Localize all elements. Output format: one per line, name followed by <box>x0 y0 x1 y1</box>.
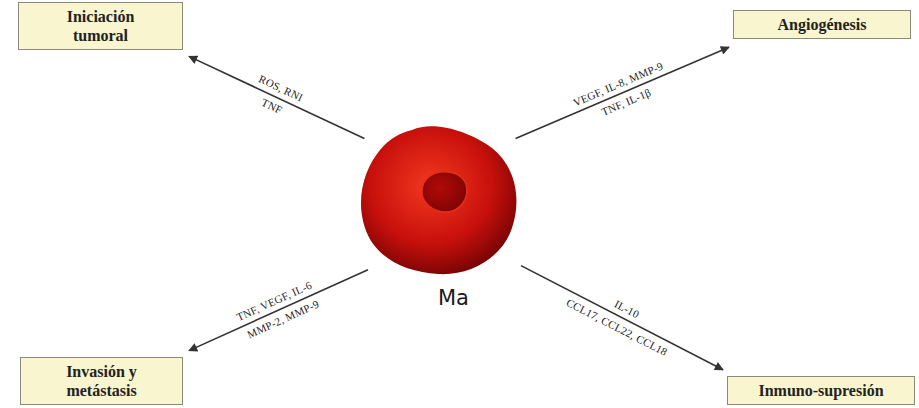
process-box: Iniciación tumoral <box>18 2 183 50</box>
arrow-connector <box>189 56 364 138</box>
process-box: Invasión y metástasis <box>20 357 183 405</box>
box-title: Iniciación tumoral <box>51 7 151 45</box>
box-title: Invasión y metástasis <box>42 362 162 400</box>
mediator-label: IL-10 <box>612 298 641 321</box>
arrow-connector <box>189 270 368 351</box>
macrophage-cell: Ma <box>350 118 530 323</box>
cell-body <box>361 126 516 274</box>
process-box: Inmuno-supresión <box>727 376 915 405</box>
arrow-connector <box>521 266 723 370</box>
box-title: Angiogénesis <box>778 15 867 34</box>
process-box: Angiogénesis <box>733 10 911 39</box>
arrow-connector <box>516 47 729 138</box>
cell-name: Ma <box>438 286 469 310</box>
cell-shape <box>350 118 530 283</box>
box-title: Inmuno-supresión <box>758 381 883 400</box>
cell-nucleus <box>422 172 467 212</box>
